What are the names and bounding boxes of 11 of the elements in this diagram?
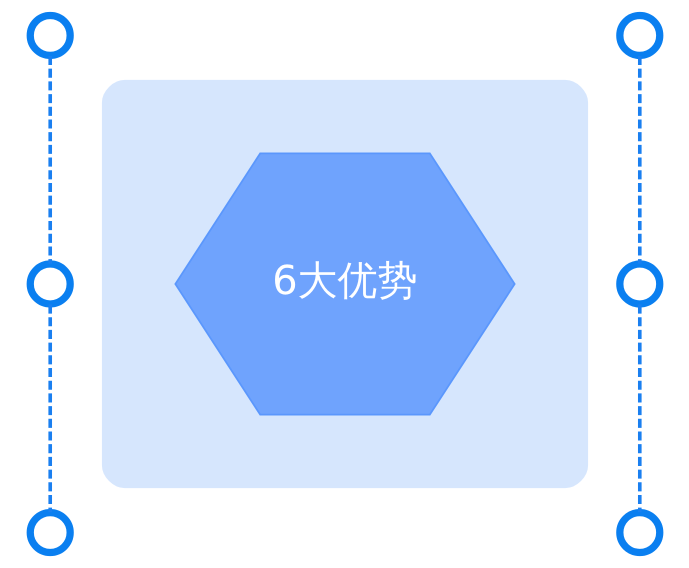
connector [48,304,52,512]
node-circle [26,12,74,60]
node-circle [26,508,74,556]
connector [48,56,52,264]
connector [637,56,642,264]
node-circle [26,260,74,308]
node-circle [616,12,663,60]
cluster [101,80,588,488]
node-circle [616,508,663,556]
node-circle [616,260,663,308]
connector [637,304,642,512]
